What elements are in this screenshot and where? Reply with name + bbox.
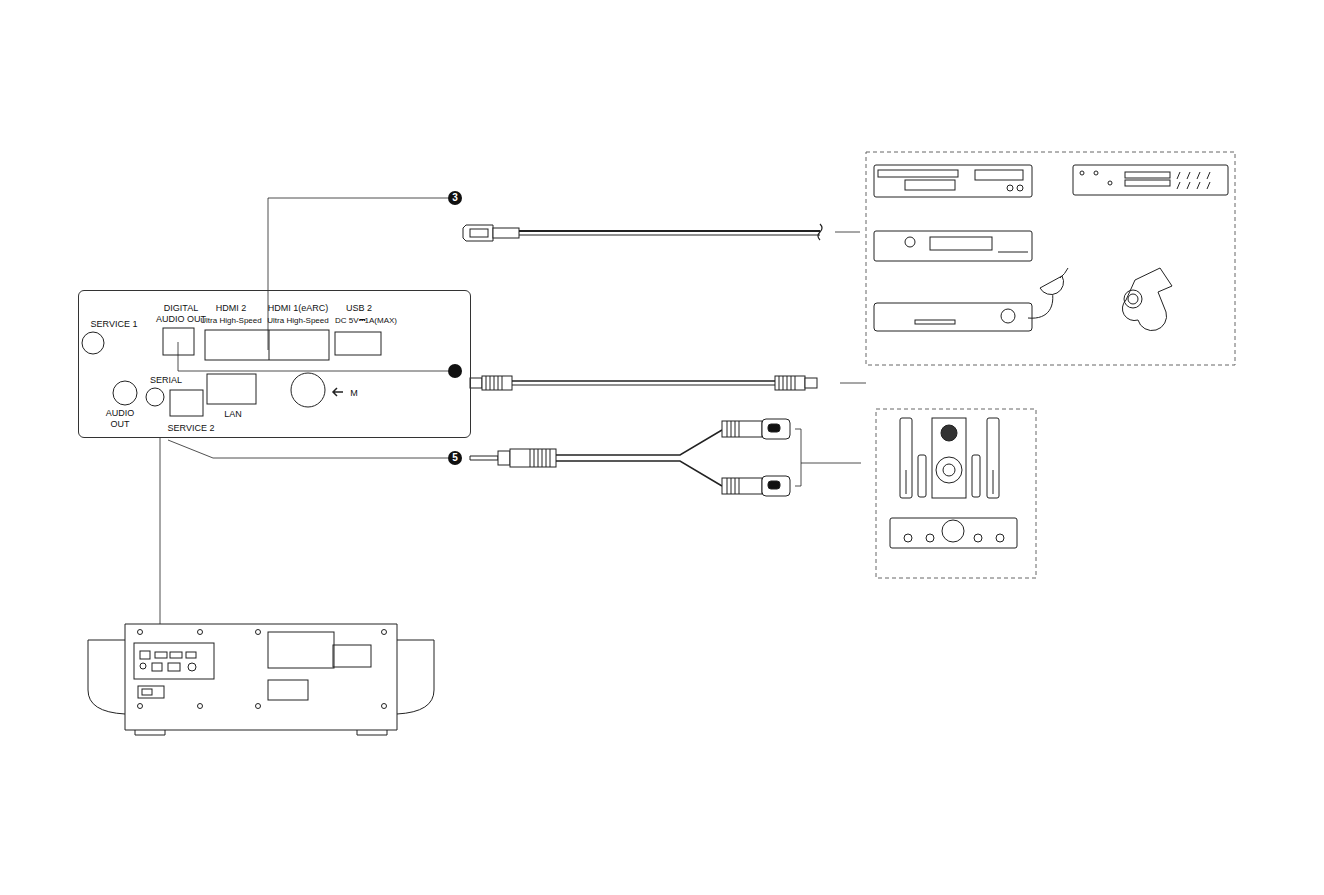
- projector-rear: [88, 624, 434, 735]
- audio-devices-group: [876, 409, 1036, 578]
- leader-line: [160, 438, 161, 624]
- callout-number: 5: [448, 451, 462, 465]
- callout-dot: [448, 191, 462, 205]
- leader-line: [268, 198, 448, 350]
- optical-port: [163, 328, 194, 355]
- port-label: Ultra High-Speed: [263, 315, 333, 326]
- port-label: AUDIO OUT: [98, 408, 142, 430]
- connector-panel: SERVICE 1DIGITAL AUDIO OUTHDMI 2Ultra Hi…: [78, 290, 471, 438]
- callout-number: 3: [448, 191, 462, 205]
- source-devices: [874, 165, 1228, 331]
- serial-port: [146, 388, 164, 406]
- callout-dot: [448, 451, 462, 465]
- port-label: SERIAL: [141, 375, 191, 386]
- service-2-port: [170, 390, 203, 416]
- audio-out-jack: [113, 381, 137, 405]
- leader-line: [178, 342, 448, 371]
- y-audio-cable: [470, 419, 861, 496]
- lan-port: [207, 374, 256, 404]
- hdmi-ports: [205, 330, 329, 360]
- m-button: [291, 373, 325, 407]
- port-label: HDMI 2: [196, 303, 266, 314]
- port-label: HDMI 1(eARC): [263, 303, 333, 314]
- port-label: LAN: [213, 409, 253, 420]
- service-port: [82, 332, 104, 354]
- arrow-symbol: [333, 388, 343, 396]
- port-label: Ultra High-Speed: [196, 315, 266, 326]
- hdmi-cable: [463, 224, 860, 241]
- port-label: SERVICE 1: [84, 319, 144, 330]
- callout-dot: [448, 364, 462, 378]
- source-devices-group: [866, 152, 1235, 365]
- port-label: DC 5V⎓1A(MAX): [329, 315, 403, 326]
- audio-devices: [890, 418, 1017, 548]
- optical-cable: [470, 376, 866, 390]
- usb-port: [335, 332, 381, 355]
- leader-line: [168, 440, 448, 458]
- port-label: M: [347, 388, 361, 399]
- port-label: SERVICE 2: [161, 423, 221, 434]
- port-label: USB 2: [334, 303, 384, 314]
